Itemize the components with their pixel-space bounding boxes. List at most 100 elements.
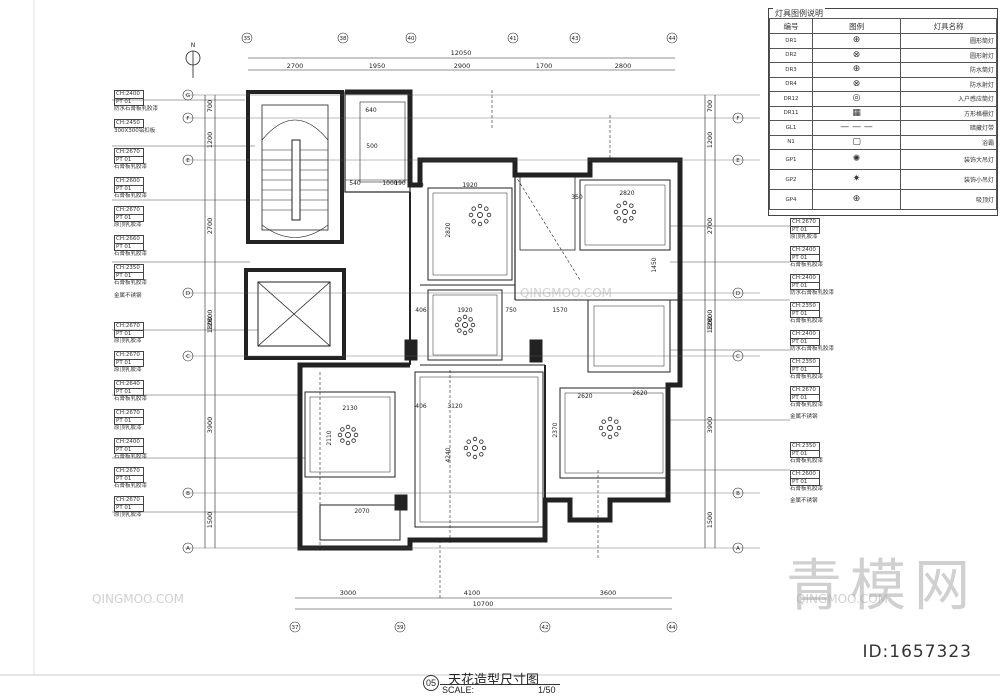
axis-bubble-top-label: 35: [244, 36, 251, 42]
dim-bottom-total: 10700: [473, 600, 494, 608]
tag-code: CH:2670: [114, 148, 144, 157]
chandelier-icon-bulb: [629, 203, 634, 208]
chandelier-icon-bulb: [622, 218, 628, 224]
axis-bubble-right-label: D: [736, 291, 740, 297]
legend-code: DR2: [769, 47, 813, 63]
dim-bottom: 3600: [600, 589, 617, 597]
dim-right: 1200: [706, 132, 714, 149]
tag-code: CH:2600: [790, 470, 820, 479]
material-tag: 金属不锈钢: [790, 498, 862, 505]
tag-finish: PT 01: [114, 243, 144, 251]
title-block: 05 天花造型尺寸图 SCALE: 1/50: [420, 666, 620, 696]
chandelier-icon-bulb: [598, 425, 604, 431]
axis-bubble-top-label: 43: [572, 36, 579, 42]
room-dimension: 406: [415, 403, 427, 410]
legend-header-name: 灯具名称: [900, 18, 997, 34]
tag-code: CH:2400: [114, 438, 144, 447]
dim-right: 700: [706, 100, 714, 112]
legend-header-symbol: 图例: [811, 18, 902, 34]
room-dimension: 1000: [382, 180, 397, 187]
axis-bubble-top-label: 40: [408, 36, 415, 42]
tag-material: 石膏板乳胶漆: [114, 251, 148, 257]
tag-code: CH:2660: [114, 235, 144, 244]
room-dimension: 1450: [651, 257, 658, 272]
tag-finish: PT 01: [790, 254, 820, 262]
room-dimension: 2820: [445, 222, 452, 237]
ceiling-light-icon: ⊕: [852, 194, 861, 204]
watermark-id: ID:1657323: [862, 642, 972, 662]
tag-finish: PT 01: [790, 310, 820, 318]
legend-symbol: ⊕: [811, 189, 902, 210]
chandelier-icon-bulb: [477, 221, 483, 227]
chandelier-icon-bulb: [479, 452, 484, 457]
downlight-icon: ⊕: [852, 35, 861, 46]
legend-row: DR12◎入户感应筒灯: [769, 91, 997, 107]
axis-bubble-top: [337, 32, 349, 44]
legend-symbol: ✺: [811, 149, 902, 170]
tag-code: CH:2670: [790, 218, 820, 227]
chandelier-icon-bulb: [466, 452, 471, 457]
legend-symbol: ⊕: [811, 62, 902, 78]
room-dimension: 3120: [447, 403, 462, 410]
dim-left: 700: [206, 100, 214, 112]
room-dimension: 4240: [445, 447, 452, 462]
axis-bubble-right-label: F: [736, 116, 739, 122]
dim-left: 1200: [206, 132, 214, 149]
room-dimension: 500: [366, 143, 378, 150]
axis-bubble-right: [732, 350, 744, 362]
chandelier-icon-bulb: [479, 439, 484, 444]
dim-right: 3900: [706, 417, 714, 434]
room-dimension: 2110: [326, 430, 333, 445]
tag-material: 石膏板乳胶漆: [114, 164, 148, 170]
axis-bubble-top: [666, 32, 678, 44]
legend-code: GP4: [769, 189, 813, 210]
hidden-strip-icon: — — —: [840, 122, 873, 133]
room-dimension: 2130: [342, 405, 357, 412]
chandelier-icon-center: [607, 425, 613, 431]
material-tag: 金属不锈钢: [114, 293, 186, 300]
tag-finish: PT 01: [790, 478, 820, 486]
legend-code: DR1: [769, 33, 813, 49]
room-dimension: 406: [415, 307, 427, 314]
legend-title: 灯具图例说明: [773, 8, 825, 19]
tag-code: CH:2400: [790, 274, 820, 283]
chandelier-icon-bulb: [614, 419, 619, 424]
chandelier-icon-bulb: [601, 432, 606, 437]
chandelier-icon: [613, 200, 637, 224]
room-dimension: 640: [365, 107, 377, 114]
tag-code: CH:2670: [790, 386, 820, 395]
legend-name: 圆形射灯: [900, 47, 997, 63]
chandelier-icon: [468, 203, 492, 227]
tag-finish: PT 01: [790, 394, 820, 402]
chandelier-icon-bulb: [607, 434, 613, 440]
legend-code: DR4: [769, 76, 813, 92]
chandelier-icon-bulb: [471, 206, 476, 211]
tag-finish: PT 01: [114, 272, 144, 280]
tag-code: CH:2600: [114, 177, 144, 186]
chandelier-icon-bulb: [470, 322, 476, 328]
dim-right: 1500: [706, 512, 714, 529]
chandelier-icon-bulb: [477, 203, 483, 209]
chandelier-icon-bulb: [457, 328, 462, 333]
tag-finish: PT 01: [790, 366, 820, 374]
tag-material: 石膏板乳胶漆: [114, 454, 148, 460]
room-dimension: 1920: [462, 182, 477, 189]
chandelier-icon: [463, 436, 487, 460]
tag-finish: PT 01: [114, 156, 144, 164]
dim-left: 2700: [206, 218, 214, 235]
chandelier-icon-bulb: [337, 432, 343, 438]
dim-top: 1950: [369, 62, 386, 70]
bath-heater-icon: ▢: [852, 136, 861, 147]
legend-row: DR2⊗圆形射灯: [769, 47, 997, 63]
chandelier-icon-bulb: [472, 436, 478, 442]
chandelier-icon-bulb: [468, 317, 473, 322]
